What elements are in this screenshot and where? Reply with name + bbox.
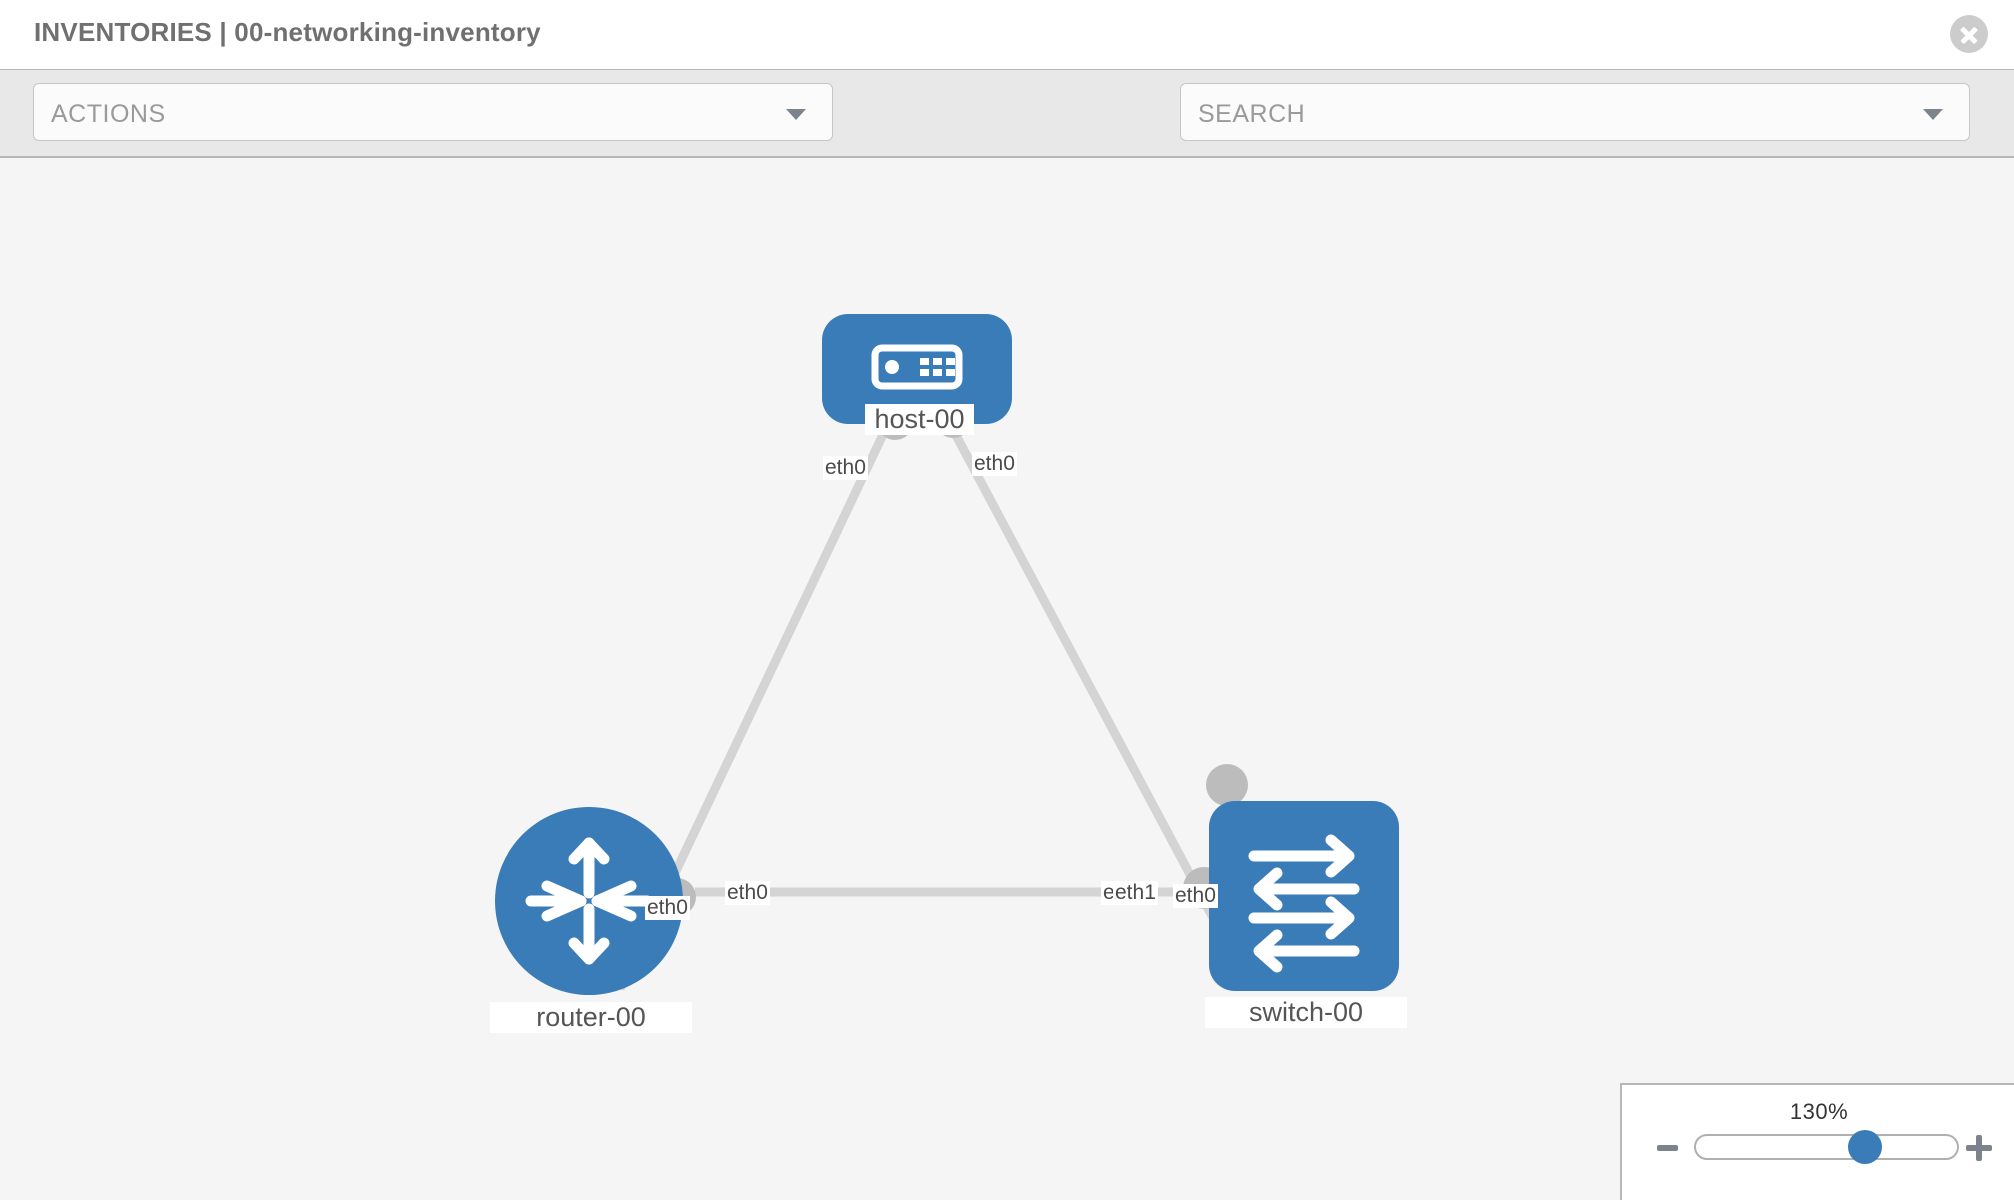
link-host-switch — [946, 421, 1239, 962]
chevron-down-icon — [786, 109, 806, 120]
iface-label-router-up: eth0 — [645, 896, 690, 920]
page-header: INVENTORIES | 00-networking-inventory — [0, 0, 2014, 70]
zoom-level-value: 130% — [1789, 1099, 1849, 1124]
iface-label-switch-up: eth0 — [1173, 884, 1218, 908]
switch-arrows-icon — [1248, 834, 1360, 973]
router-arrows-icon — [525, 837, 653, 965]
topology-canvas[interactable]: host-00 eth0 eth0 — [0, 159, 2014, 1200]
search-input[interactable]: SEARCH — [1180, 83, 1970, 141]
zoom-slider-track[interactable] — [1694, 1134, 1959, 1160]
iface-label-router-right: eth0 — [725, 881, 770, 905]
zoom-control-panel: 130% — [1620, 1083, 2014, 1200]
search-placeholder: SEARCH — [1198, 100, 1306, 128]
chevron-down-icon — [1923, 109, 1943, 120]
node-switch-00[interactable]: switch-00 — [1183, 764, 1407, 1028]
iface-label-switch-left: eth1 — [1113, 881, 1158, 905]
node-host-label: host-00 — [865, 404, 974, 435]
page-title: INVENTORIES | 00-networking-inventory — [34, 17, 541, 47]
node-switch-shape — [1209, 801, 1399, 991]
toolbar: ACTIONS SEARCH — [0, 70, 2014, 200]
close-icon[interactable] — [1950, 15, 1988, 53]
actions-dropdown[interactable]: ACTIONS — [33, 83, 833, 141]
server-icon — [871, 344, 963, 390]
zoom-in-button[interactable] — [1966, 1135, 1992, 1161]
zoom-slider-thumb[interactable] — [1848, 1130, 1882, 1164]
iface-label-host-left: eth0 — [823, 456, 868, 480]
zoom-out-button[interactable] — [1657, 1145, 1678, 1151]
actions-dropdown-label: ACTIONS — [51, 100, 166, 128]
node-host-00[interactable]: host-00 — [822, 314, 1012, 440]
iface-label-host-right: eth0 — [972, 452, 1017, 476]
interface-nub-switch-up[interactable] — [1206, 764, 1248, 806]
node-router-label: router-00 — [490, 1002, 692, 1033]
node-switch-label: switch-00 — [1205, 997, 1407, 1028]
